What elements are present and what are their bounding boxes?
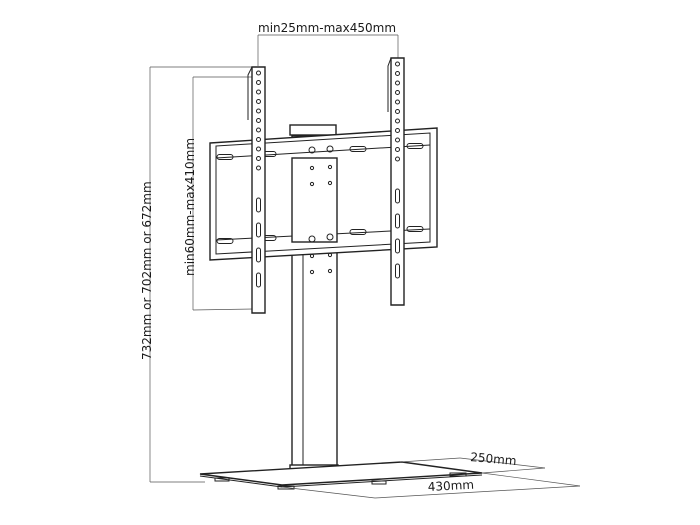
mounting-hole bbox=[256, 146, 261, 152]
plate-hole bbox=[327, 180, 333, 186]
right-bracket-arm bbox=[387, 57, 405, 306]
mounting-hole bbox=[256, 89, 261, 95]
mounting-slot bbox=[256, 272, 261, 288]
mount-plate bbox=[209, 127, 438, 275]
plate-hole bbox=[309, 269, 315, 275]
total-height-dimension: 732mm or 702mm or 672mm bbox=[140, 66, 256, 483]
vesa-height-dimension: min60mm-max410mm bbox=[183, 76, 254, 311]
vesa-width-label: min25mm-max450mm bbox=[258, 21, 396, 35]
plate-hole bbox=[309, 181, 315, 187]
mounting-hole bbox=[256, 156, 261, 161]
vesa-width-dimension: min25mm-max450mm bbox=[257, 21, 399, 66]
plate-slot bbox=[406, 143, 424, 149]
mounting-slot bbox=[256, 222, 261, 238]
base-depth-dimension: 250mm bbox=[399, 450, 546, 474]
mounting-slot bbox=[395, 263, 400, 279]
mounting-hole bbox=[395, 156, 400, 162]
mounting-hole bbox=[395, 80, 400, 86]
mounting-slot bbox=[256, 247, 261, 263]
plate-slot bbox=[406, 226, 424, 232]
plate-slot bbox=[349, 146, 367, 152]
mounting-hole bbox=[256, 118, 261, 123]
mounting-hole bbox=[256, 80, 261, 85]
mounting-hole bbox=[395, 99, 400, 105]
plate-slot bbox=[349, 229, 367, 235]
plate-slot bbox=[216, 238, 234, 244]
left-bracket-arm bbox=[247, 66, 266, 314]
mounting-hole bbox=[256, 108, 261, 114]
mounting-hole bbox=[256, 165, 261, 171]
base-width-dimension: 430mm bbox=[281, 472, 581, 499]
mounting-hole bbox=[395, 109, 400, 114]
plate-hole bbox=[326, 145, 334, 153]
mounting-hole bbox=[395, 128, 400, 133]
mounting-slot bbox=[395, 238, 400, 254]
plate-hole bbox=[326, 233, 334, 241]
base-width-label: 430mm bbox=[427, 478, 474, 494]
total-height-label: 732mm or 702mm or 672mm bbox=[140, 181, 154, 360]
mounting-hole bbox=[256, 99, 261, 104]
plate-hole bbox=[309, 165, 315, 171]
plate-hole bbox=[308, 146, 316, 154]
mounting-hole bbox=[395, 118, 400, 124]
base-depth-label: 250mm bbox=[470, 450, 517, 468]
plate-hole bbox=[327, 164, 333, 170]
plate-hole bbox=[327, 268, 333, 274]
mounting-hole bbox=[256, 137, 261, 142]
mounting-hole bbox=[395, 137, 400, 143]
mounting-slot bbox=[256, 197, 261, 213]
mounting-hole bbox=[395, 61, 400, 67]
vesa-height-label: min60mm-max410mm bbox=[183, 138, 197, 276]
plate-hole bbox=[308, 235, 316, 243]
mounting-hole bbox=[395, 71, 400, 76]
mounting-hole bbox=[395, 147, 400, 152]
mounting-hole bbox=[256, 127, 261, 133]
mounting-slot bbox=[395, 213, 400, 229]
plate-hole bbox=[309, 253, 315, 259]
mounting-hole bbox=[395, 90, 400, 95]
mounting-hole bbox=[256, 70, 261, 76]
mounting-slot bbox=[395, 188, 400, 204]
plate-slot bbox=[216, 154, 234, 160]
plate-hole bbox=[327, 252, 333, 258]
